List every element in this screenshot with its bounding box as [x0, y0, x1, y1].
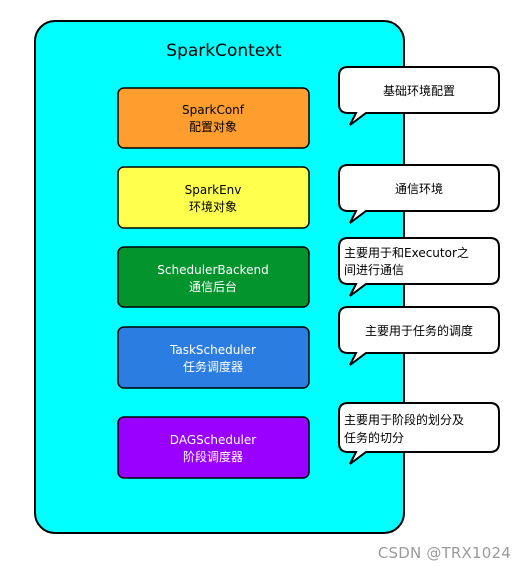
component-name: SparkEnv: [185, 183, 242, 197]
component-name: TaskScheduler: [169, 343, 256, 357]
component-dagscheduler: DAGScheduler 阶段调度器: [117, 416, 310, 479]
container-title: SparkContext: [166, 41, 282, 61]
component-box: [117, 87, 310, 149]
component-box: [117, 416, 310, 479]
note-bubble-taskscheduler: 主要用于任务的调度: [338, 306, 500, 366]
component-taskscheduler: TaskScheduler 任务调度器: [117, 326, 310, 389]
component-box: [117, 326, 310, 389]
component-name: SparkConf: [182, 103, 245, 117]
note-text-line-2: 任务的切分: [344, 430, 404, 445]
component-name: SchedulerBackend: [157, 263, 268, 277]
component-box: [117, 246, 310, 308]
component-sparkconf: SparkConf 配置对象: [117, 87, 310, 149]
component-sparkenv: SparkEnv 环境对象: [117, 166, 310, 229]
note-bubble-schedulerbackend: 主要用于和Executor之 间进行通信: [338, 237, 500, 297]
note-text-line-1: 主要用于阶段的划分及: [344, 412, 464, 427]
note-text: 主要用于任务的调度: [365, 323, 473, 338]
component-desc: 通信后台: [189, 279, 237, 294]
component-box: [117, 166, 310, 229]
note-text: 通信环境: [395, 181, 443, 196]
component-name: DAGScheduler: [170, 433, 256, 447]
note-bubble-dagscheduler: 主要用于阶段的划分及 任务的切分: [338, 402, 500, 465]
note-bubble-sparkconf: 基础环境配置: [338, 66, 500, 126]
component-schedulerbackend: SchedulerBackend 通信后台: [117, 246, 310, 308]
component-desc: 配置对象: [189, 120, 237, 134]
note-text-line-2: 间进行通信: [344, 263, 404, 277]
note-bubble-sparkenv: 通信环境: [338, 164, 500, 224]
note-text-line-1: 主要用于和Executor之: [344, 246, 469, 260]
component-desc: 阶段调度器: [183, 449, 243, 464]
component-desc: 任务调度器: [183, 359, 243, 374]
component-desc: 环境对象: [189, 199, 237, 214]
note-text: 基础环境配置: [383, 83, 455, 98]
watermark: CSDN @TRX1024: [377, 544, 511, 562]
